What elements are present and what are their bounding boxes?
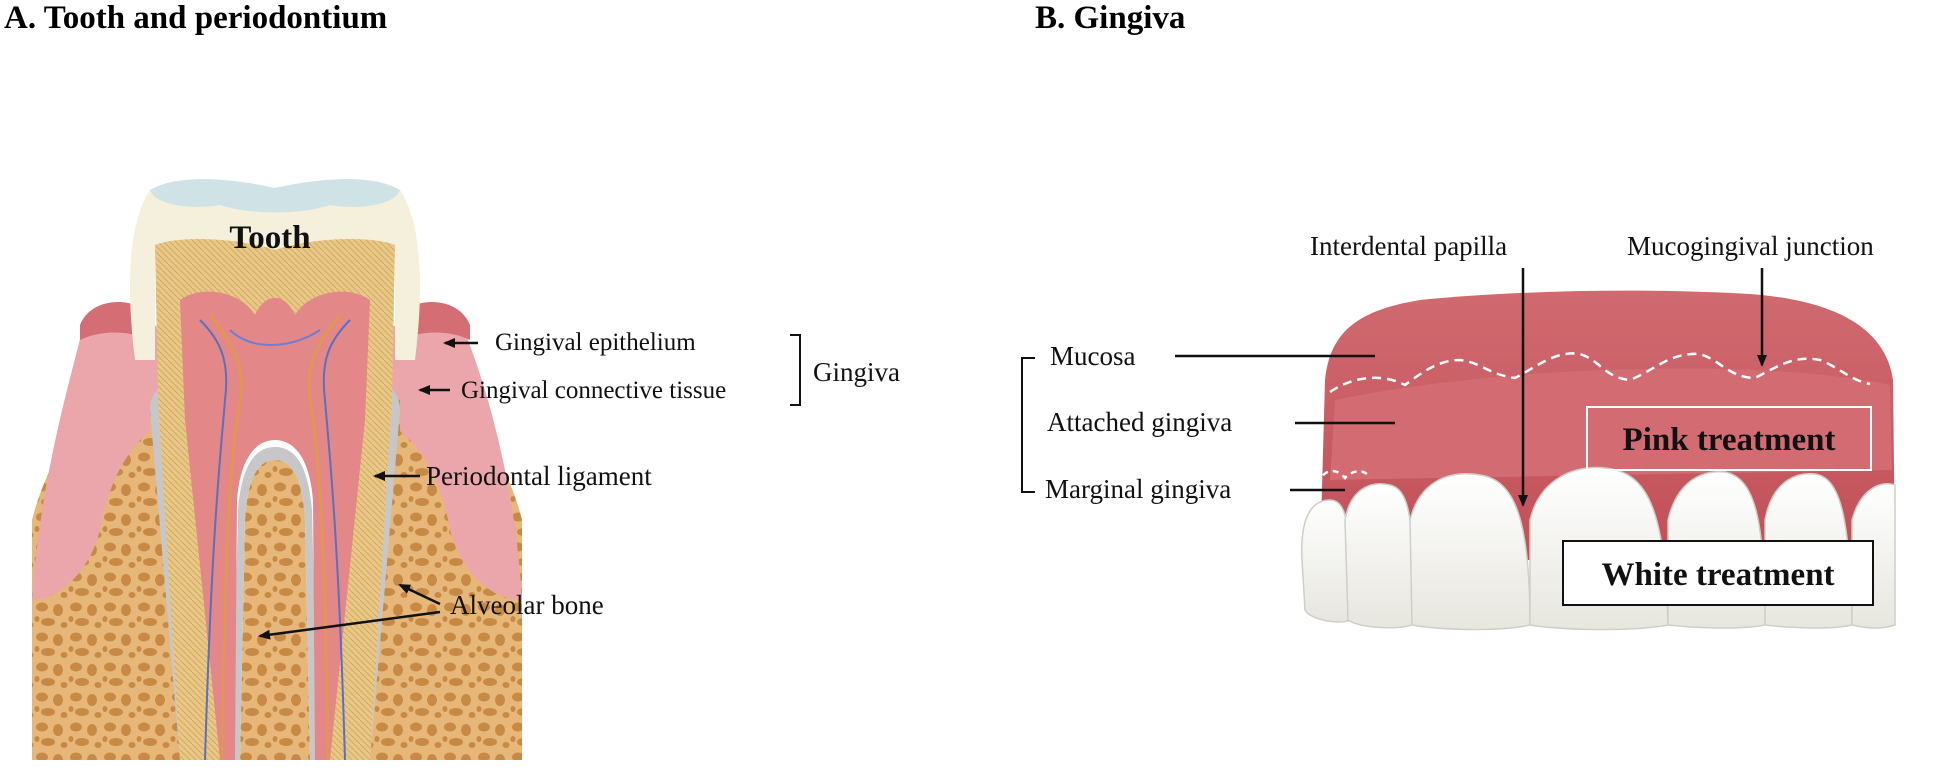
label-attached-gingiva: Attached gingiva [1047, 407, 1232, 437]
pink-treatment-box [1586, 406, 1872, 471]
label-interdental-papilla: Interdental papilla [1310, 231, 1507, 261]
tooth-2 [1344, 483, 1414, 629]
arrow-alveolar-bone-2 [258, 610, 441, 640]
interradicular-ligament [232, 447, 318, 760]
tooth-illustration [32, 179, 522, 761]
panel-a-title: A. Tooth and periodontium [4, 0, 387, 36]
label-marginal-gingiva: Marginal gingiva [1045, 474, 1231, 504]
gingiva-bracket [790, 334, 801, 406]
marginal-dashed-line [1316, 469, 1372, 486]
label-pink-treatment: Pink treatment [1623, 422, 1836, 458]
panel-b-title: B. Gingiva [1035, 0, 1185, 36]
label-periodontal-ligament: Periodontal ligament [426, 461, 652, 491]
tooth-label: Tooth [229, 220, 310, 256]
white-treatment-box [1562, 540, 1874, 606]
left-bracket [1021, 357, 1035, 493]
gingiva-left [32, 306, 170, 600]
attached-gingiva-band [1330, 368, 1892, 480]
pulp-vessels [199, 314, 351, 761]
enamel-top [150, 179, 400, 213]
label-white-treatment: White treatment [1601, 557, 1834, 593]
pulp [180, 291, 370, 760]
label-gingiva: Gingiva [813, 357, 900, 387]
label-mucogingival-junction: Mucogingival junction [1627, 231, 1874, 261]
label-mucosa: Mucosa [1050, 341, 1135, 371]
interradicular-bone [240, 460, 310, 760]
arrow-alveolar-bone-1 [398, 583, 441, 606]
tooth-1 [1301, 499, 1352, 623]
gingiva-right [380, 306, 522, 600]
label-alveolar-bone: Alveolar bone [450, 590, 604, 620]
tooth-3 [1409, 473, 1531, 631]
label-gingival-epithelium: Gingival epithelium [495, 329, 696, 356]
mucogingival-dashed-line [1329, 352, 1871, 394]
label-gingival-connective-tissue: Gingival connective tissue [461, 377, 726, 404]
